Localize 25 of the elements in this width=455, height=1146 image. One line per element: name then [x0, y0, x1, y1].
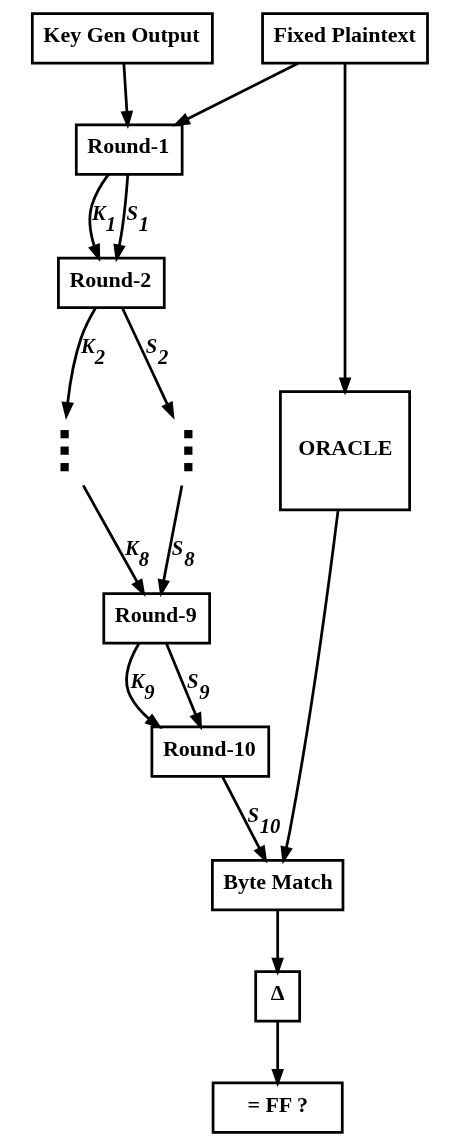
arrow — [165, 643, 203, 731]
node-box: ORACLE — [279, 390, 411, 512]
node-box: Key Gen Output — [30, 12, 214, 65]
arrow — [172, 62, 299, 127]
arrow — [125, 642, 163, 730]
node-box: Δ — [254, 970, 302, 1023]
arrow — [120, 63, 134, 129]
node-box: Round-1 — [74, 123, 184, 176]
node-box: Round-9 — [102, 592, 211, 645]
arrow — [121, 307, 175, 420]
arrow — [157, 485, 184, 598]
node-box: Fixed Plaintext — [261, 12, 429, 65]
node-box: Byte Match — [211, 858, 345, 912]
node-box: Round-2 — [57, 256, 166, 310]
arrow — [61, 307, 97, 421]
arrow — [113, 174, 130, 263]
arrow — [221, 776, 268, 864]
arrow — [271, 1021, 284, 1087]
node-box: = FF ? — [211, 1081, 344, 1134]
arrow — [82, 484, 146, 597]
node-box: Round-10 — [150, 725, 271, 778]
arrow — [88, 173, 110, 263]
arrow — [271, 909, 284, 976]
arrow — [280, 509, 340, 865]
arrow — [338, 63, 352, 396]
